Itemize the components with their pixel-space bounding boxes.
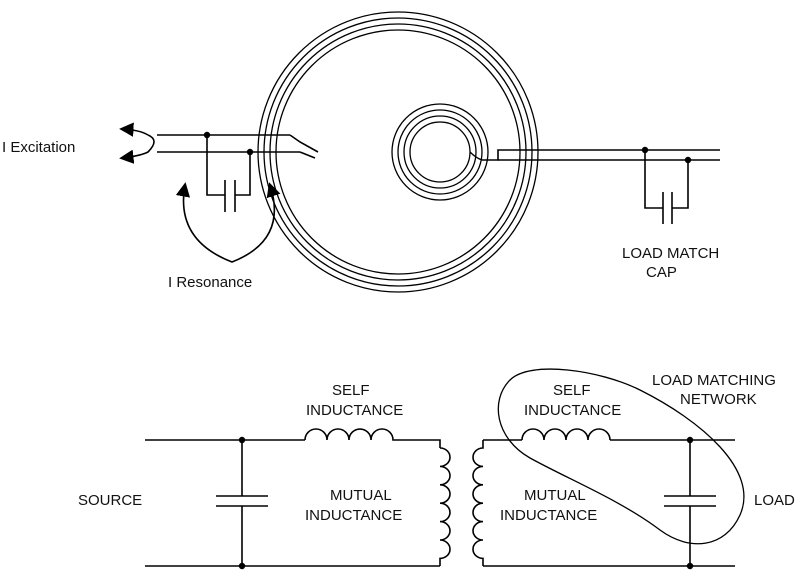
self-inductance-left-line2: INDUCTANCE [306,402,403,419]
load-matching-network-line1: LOAD MATCHING [652,372,776,389]
load-circuit [483,428,735,570]
right-mutual-inductor [472,440,484,566]
self-inductance-left-line1: SELF [332,382,370,399]
mutual-inductance-left-line1: MUTUAL [330,487,392,504]
excitation-leads [157,134,319,159]
inner-load-coil [391,103,720,201]
load-matching-network-outline [497,368,745,545]
left-mutual-inductor [439,447,451,566]
resonance-current-loop [175,182,281,263]
source-label: SOURCE [78,492,142,509]
load-matching-network-line2: NETWORK [680,391,757,408]
load-label: LOAD [754,492,795,509]
mutual-inductance-right-line2: INDUCTANCE [500,507,597,524]
excitation-arrows [119,122,155,164]
load-match-cap-label: CAP [646,264,677,281]
self-inductance-right-line2: INDUCTANCE [524,402,621,419]
self-inductance-right-line1: SELF [553,382,591,399]
mutual-inductance-right-line1: MUTUAL [524,487,586,504]
resonance-capacitor [203,131,254,212]
mutual-inductance-left-line2: INDUCTANCE [305,507,402,524]
left-self-inductor [304,428,441,448]
source-circuit [145,436,440,570]
load-match-capacitor [641,146,692,224]
load-match-label: LOAD MATCH [622,245,719,262]
resonance-label: I Resonance [168,274,252,291]
excitation-label: I Excitation [2,139,75,156]
